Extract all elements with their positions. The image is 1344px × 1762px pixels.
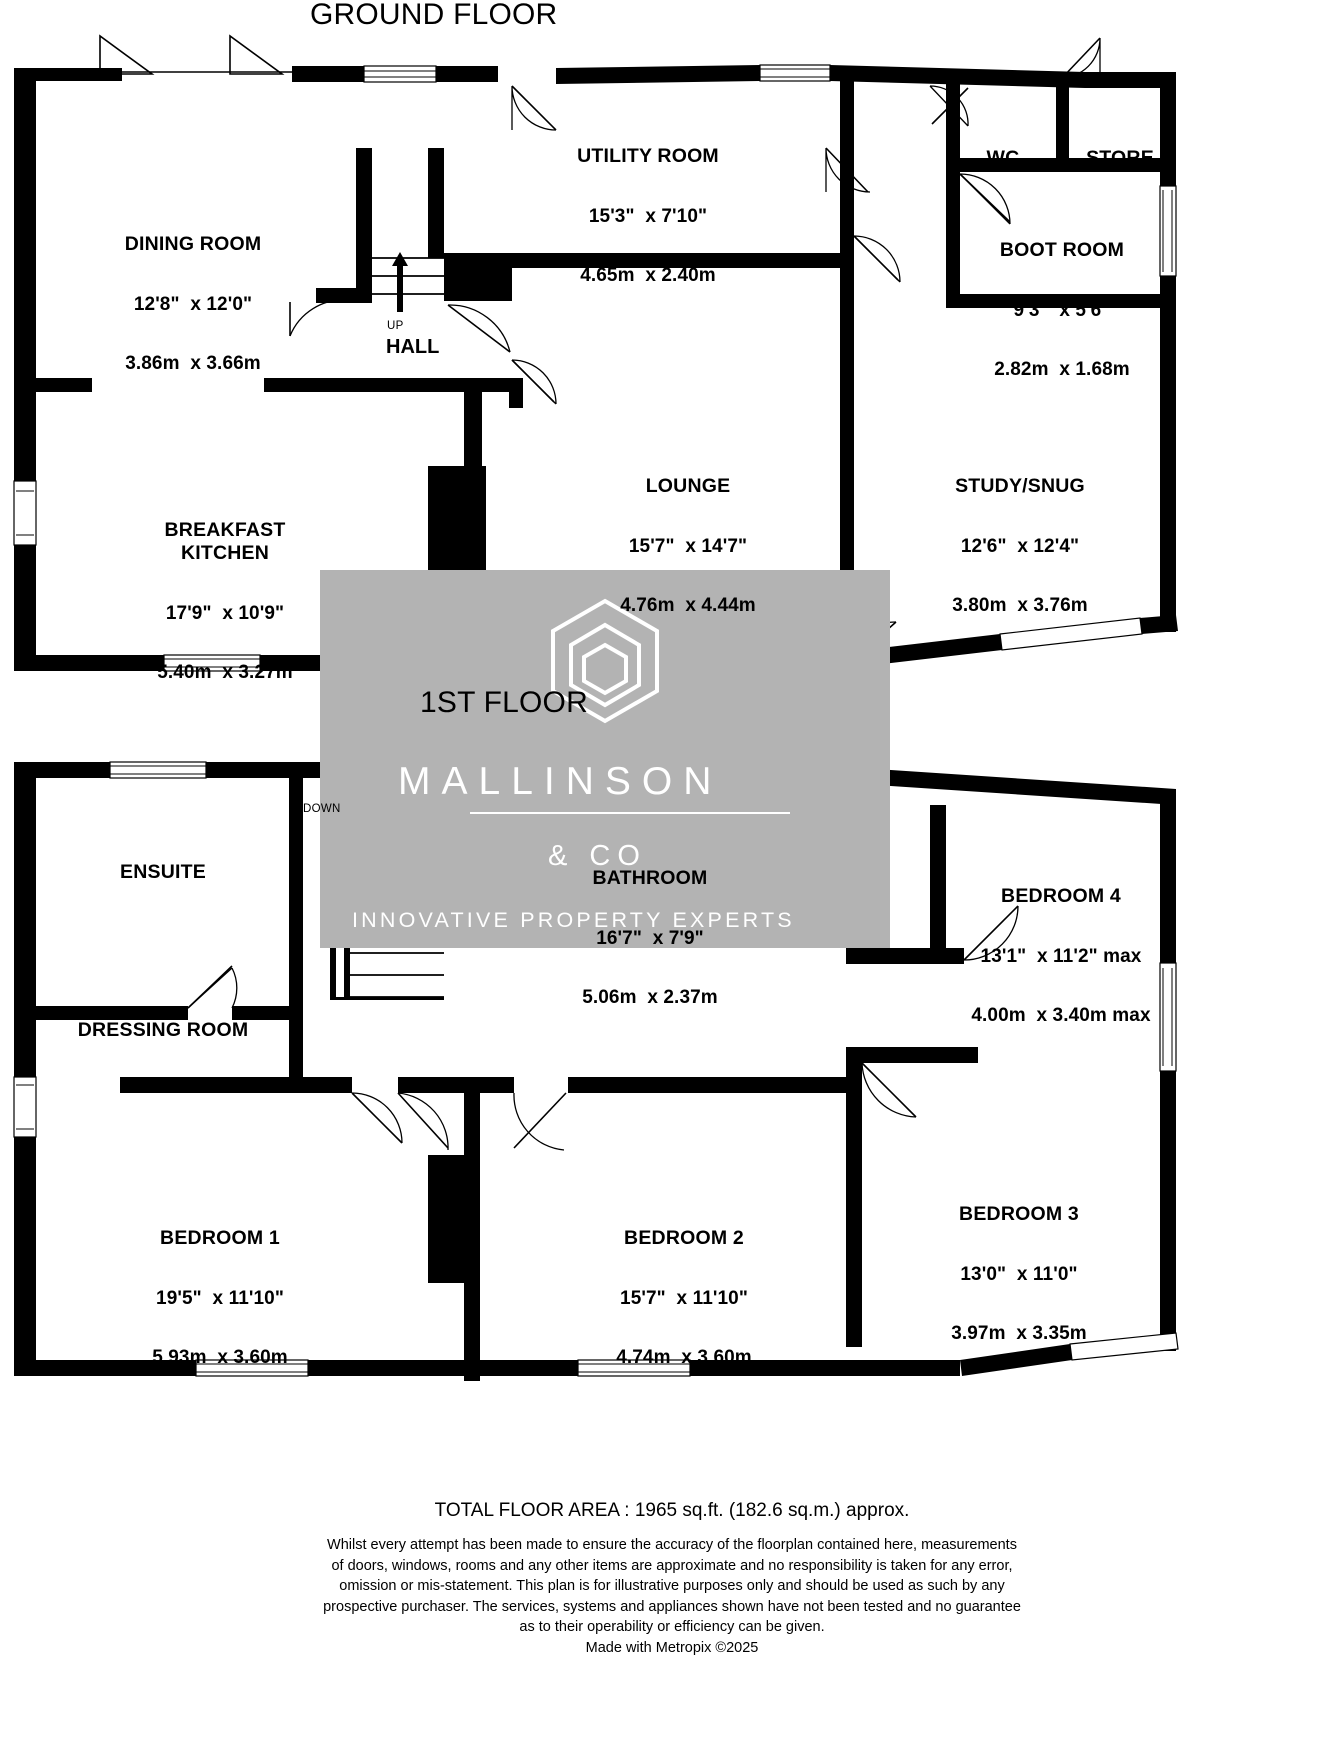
first-floor-title: 1ST FLOOR bbox=[420, 686, 588, 719]
room-label-dining-room: DINING ROOM 12'8" x 12'0" 3.86m x 3.66m bbox=[124, 233, 262, 375]
stair-marker-up: UP bbox=[387, 320, 404, 332]
room-label-bedroom-1: BEDROOM 1 19'5" x 11'10" 5.93m x 3.60m bbox=[152, 1227, 288, 1369]
room-label-study-snug: STUDY/SNUG 12'6" x 12'4" 3.80m x 3.76m bbox=[952, 475, 1088, 617]
watermark-brand-name: MALLINSON bbox=[398, 760, 723, 803]
ground-floor-title: GROUND FLOOR bbox=[310, 0, 558, 31]
made-with-credit: Made with Metropix ©2025 bbox=[585, 1639, 759, 1656]
room-label-store: STORE bbox=[1086, 147, 1154, 170]
watermark-brand-sub: & CO bbox=[548, 840, 647, 872]
room-label-ensuite: ENSUITE bbox=[120, 861, 206, 884]
room-label-hall: HALL bbox=[386, 336, 440, 358]
room-label-bedroom-2: BEDROOM 2 15'7" x 11'10" 4.74m x 3.60m bbox=[616, 1227, 752, 1369]
room-label-boot-room: BOOT ROOM 9'3" x 5'6" 2.82m x 1.68m bbox=[994, 239, 1130, 381]
room-label-wc: WC bbox=[986, 147, 1020, 170]
room-label-utility-room: UTILITY ROOM 15'3" x 7'10" 4.65m x 2.40m bbox=[577, 145, 719, 287]
watermark-divider bbox=[470, 812, 790, 814]
room-label-dressing-room: DRESSING ROOM bbox=[77, 1019, 249, 1042]
stair-marker-down: DOWN bbox=[303, 803, 341, 815]
room-label-lounge: LOUNGE 15'7" x 14'7" 4.76m x 4.44m bbox=[620, 475, 756, 617]
total-floor-area: TOTAL FLOOR AREA : 1965 sq.ft. (182.6 sq… bbox=[434, 1500, 910, 1521]
watermark-tagline: INNOVATIVE PROPERTY EXPERTS bbox=[352, 908, 795, 932]
disclaimer-line: prospective purchaser. The services, sys… bbox=[323, 1598, 1021, 1615]
disclaimer-block: Whilst every attempt has been made to en… bbox=[0, 1535, 1344, 1658]
room-label-breakfast-kitchen: BREAKFAST KITCHEN 17'9" x 10'9" 5.40m x … bbox=[157, 519, 293, 684]
disclaimer-line: omission or mis-statement. This plan is … bbox=[339, 1578, 1005, 1595]
room-label-bedroom-3: BEDROOM 3 13'0" x 11'0" 3.97m x 3.35m bbox=[951, 1203, 1087, 1345]
room-label-bathroom: BATHROOM 16'7" x 7'9" 5.06m x 2.37m bbox=[582, 867, 718, 1009]
disclaimer-line: of doors, windows, rooms and any other i… bbox=[331, 1557, 1013, 1574]
disclaimer-line: as to their operability or efficiency ca… bbox=[519, 1619, 825, 1636]
disclaimer-line: Whilst every attempt has been made to en… bbox=[327, 1537, 1017, 1553]
room-label-bedroom-4: BEDROOM 4 13'1" x 11'2" max 4.00m x 3.40… bbox=[971, 885, 1151, 1027]
